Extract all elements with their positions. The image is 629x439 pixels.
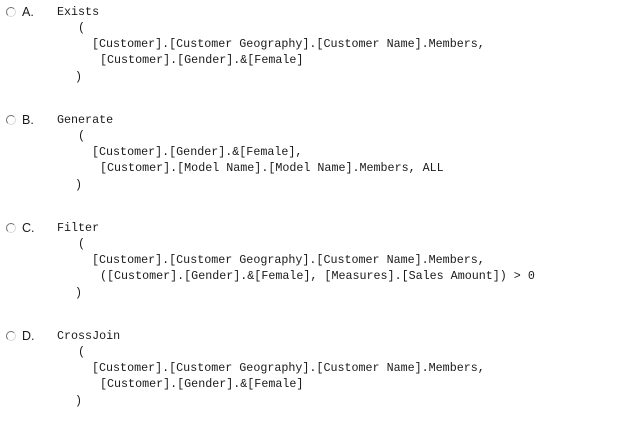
code-line-open-paren: (: [78, 21, 86, 35]
code-line-open-paren: (: [78, 237, 86, 251]
code-line-argument-2: [Customer].[Model Name].[Model Name].Mem…: [100, 161, 444, 175]
radio-button-option-b[interactable]: [6, 115, 16, 125]
code-line-close-paren: ): [75, 70, 83, 84]
option-letter: C.: [22, 221, 35, 235]
code-line-close-paren: ): [75, 178, 83, 192]
code-line-function: Filter: [57, 221, 100, 235]
code-line-function: Generate: [57, 113, 114, 127]
code-line-argument-1: [Customer].[Customer Geography].[Custome…: [92, 37, 485, 51]
code-line-argument-1: [Customer].[Gender].&[Female],: [92, 145, 303, 159]
option-letter: A.: [22, 5, 34, 19]
option-code: Filter ( [Customer].[Customer Geography]…: [0, 221, 535, 331]
code-line-close-paren: ): [75, 286, 83, 300]
code-line-argument-2: [Customer].[Gender].&[Female]: [100, 53, 304, 67]
code-line-open-paren: (: [78, 129, 86, 143]
code-line-argument-1: [Customer].[Customer Geography].[Custome…: [92, 361, 485, 375]
option-code: CrossJoin ( [Customer].[Customer Geograp…: [0, 329, 485, 439]
option-letter: B.: [22, 113, 34, 127]
option-code: Generate ( [Customer].[Gender].&[Female]…: [0, 113, 444, 223]
code-line-function: Exists: [57, 5, 100, 19]
code-line-argument-2: ([Customer].[Gender].&[Female], [Measure…: [100, 269, 535, 283]
radio-button-option-a[interactable]: [6, 7, 16, 17]
option-letter: D.: [22, 329, 35, 343]
radio-button-option-c[interactable]: [6, 223, 16, 233]
code-line-function: CrossJoin: [57, 329, 121, 343]
radio-button-option-d[interactable]: [6, 331, 16, 341]
code-line-argument-2: [Customer].[Gender].&[Female]: [100, 377, 304, 391]
code-line-open-paren: (: [78, 345, 86, 359]
option-code: Exists ( [Customer].[Customer Geography]…: [0, 5, 485, 115]
code-line-close-paren: ): [75, 394, 83, 408]
code-line-argument-1: [Customer].[Customer Geography].[Custome…: [92, 253, 485, 267]
